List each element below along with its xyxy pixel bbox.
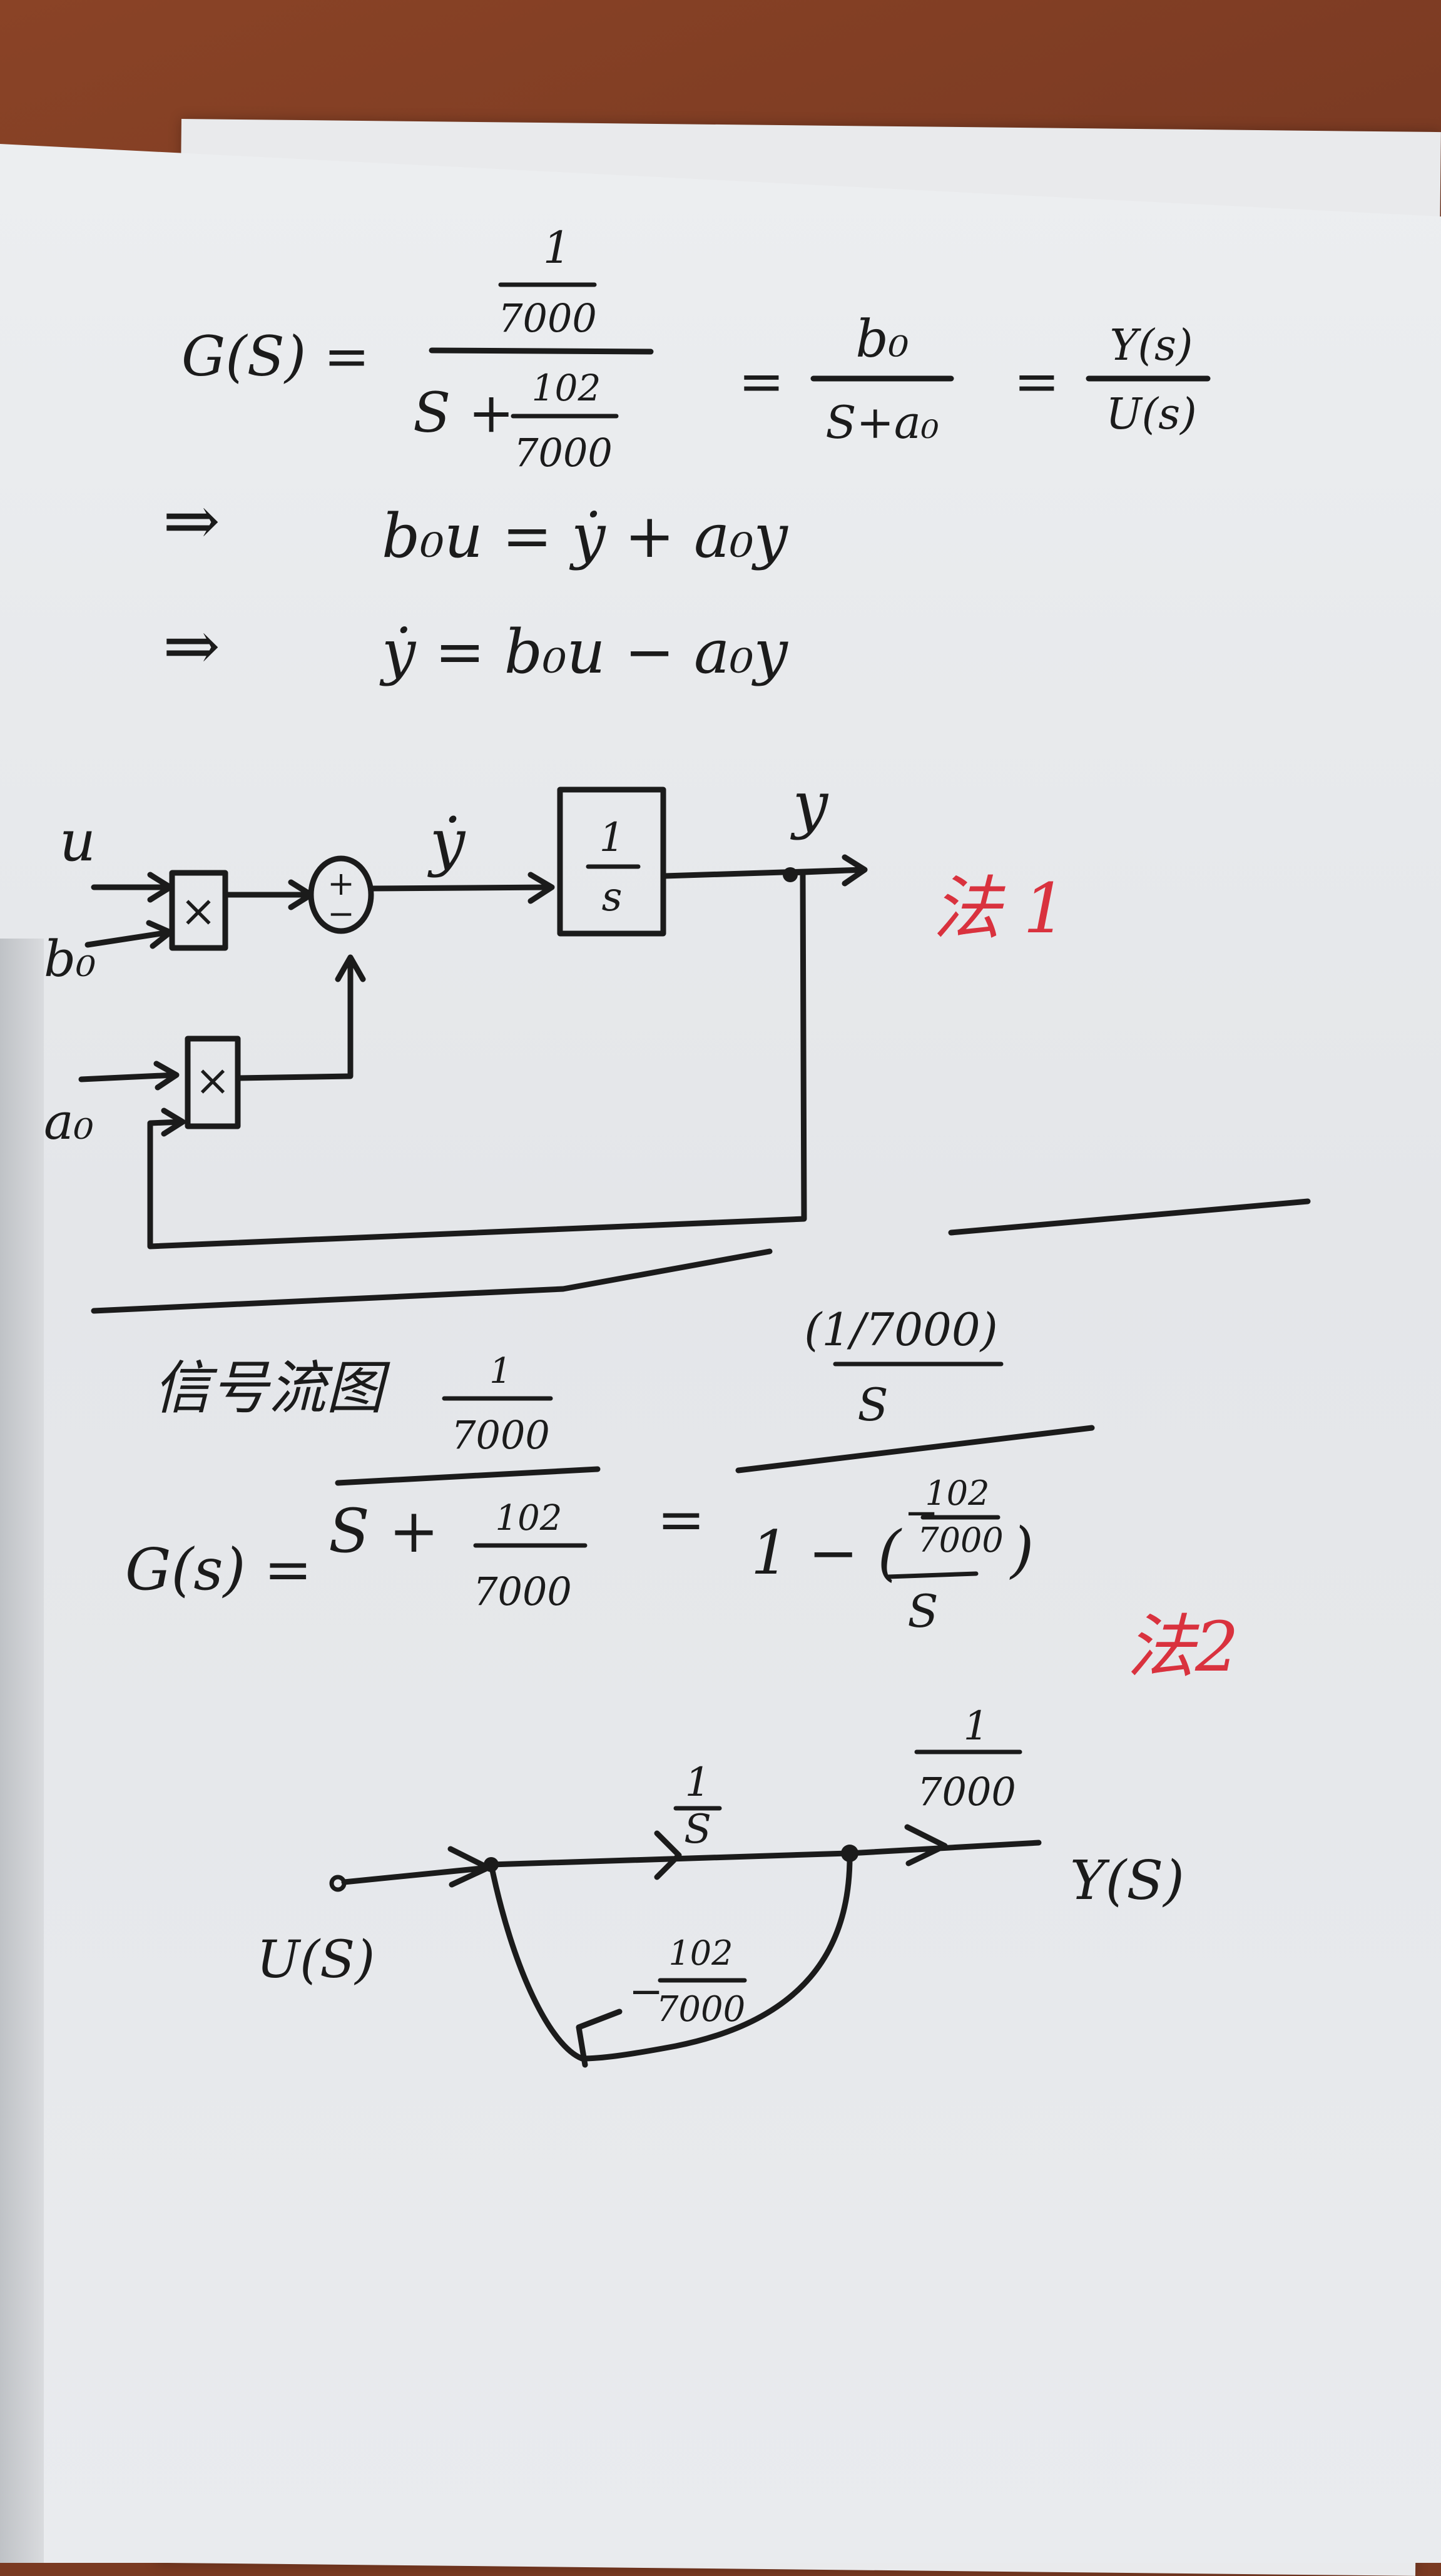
integrator-block: [557, 787, 666, 937]
sf-frac-num: 1: [489, 1351, 512, 1392]
sf-rhs-den-one: 1 − (: [751, 1518, 903, 1588]
integrator-num: 1: [599, 815, 625, 861]
takeoff-point: [783, 867, 798, 882]
eq1: =: [738, 349, 785, 414]
input-u-label: u: [59, 808, 96, 874]
branch-gain-num: 1: [964, 1703, 989, 1749]
signal-flow-title: 信号流图: [153, 1355, 390, 1422]
sf-rhs-close: ): [1009, 1515, 1034, 1585]
input-b0-label: b₀: [44, 930, 96, 988]
sum-minus: −: [327, 895, 355, 933]
sf-frac-den: 7000: [451, 1412, 550, 1458]
b0-num: b₀: [855, 310, 909, 369]
sf-frac2-num: 102: [496, 1498, 563, 1539]
sf-g-lhs: G(s) =: [125, 1536, 312, 1603]
output-y-s-label: Y(S): [1070, 1850, 1184, 1912]
output-line: [785, 867, 867, 876]
paper-sheet: [0, 144, 1441, 2563]
s-plus: S +: [413, 380, 514, 445]
method-1-label: 法 1: [932, 868, 1067, 949]
sf-rhs-num-s: S: [857, 1378, 888, 1431]
g-lhs: G(S) =: [181, 324, 370, 389]
derivation-lines: ⇒ b₀u = ẏ + a₀y ⇒ ẏ = b₀u − a₀y: [163, 481, 789, 687]
feedback-num: 102: [668, 1933, 733, 1973]
sf-rhs-over-s-bar: [886, 1571, 979, 1579]
sf-rhs-main-bar: [735, 1425, 1095, 1474]
feedback-arrow: [576, 2008, 623, 2068]
arrow-u-in: [91, 872, 173, 903]
feedback-sign: −: [629, 1967, 663, 2015]
integrator-den: s: [602, 874, 623, 920]
arrow-sum-to-integrator: [368, 872, 555, 904]
ys-num: Y(s): [1110, 321, 1193, 370]
sf-main-bar: [335, 1466, 601, 1486]
feedback-den: 7000: [656, 1989, 746, 2030]
frac2-den: 7000: [514, 430, 613, 476]
section-divider: [91, 1198, 1311, 1314]
forward-branch-1s: [488, 1830, 851, 1880]
method-2-label: 法2: [1126, 1607, 1239, 1687]
arrow-b0-in: [84, 920, 173, 949]
derivation-line-2: ẏ = b₀u − a₀y: [379, 617, 789, 687]
paper-stack-edge: [0, 939, 44, 2563]
sf-s-plus: S +: [328, 1496, 439, 1566]
frac2-num: 102: [532, 367, 601, 409]
arrow-a0-in: [78, 1061, 180, 1091]
input-a0-label: a₀: [44, 1092, 94, 1151]
branch-1s-num: 1: [685, 1759, 711, 1806]
sf-rhs-102: 102: [925, 1474, 989, 1513]
multiplier-block-1: [169, 870, 228, 951]
mult-symbol-1: ×: [180, 885, 217, 937]
arrow-mult1-to-sum: [222, 879, 314, 910]
feedback-branch: [488, 1850, 853, 2062]
sf-rhs-7000: 7000: [917, 1520, 1003, 1560]
sf-eq: =: [657, 1486, 705, 1553]
summing-junction: [308, 855, 374, 934]
frac1-num: 1: [543, 222, 571, 273]
output-y-label: y: [790, 768, 829, 841]
feedback-to-sum: [235, 954, 366, 1081]
branch-gain-den: 7000: [917, 1769, 1016, 1815]
sf-rhs-num-inner: (1/7000): [804, 1303, 997, 1356]
input-u-s-label: U(S): [257, 1930, 375, 1990]
ydot-label: ẏ: [427, 805, 466, 878]
branch-1s-den: S: [684, 1806, 711, 1853]
sf-rhs-den-s: S: [907, 1585, 938, 1637]
block-diagram: u b₀ a₀ × + − ẏ 1 s y × 法 1: [44, 768, 1067, 1250]
sf-rhs-den-minus: −: [904, 1489, 939, 1537]
sum-plus: +: [327, 865, 355, 903]
multiplier-block-2: [185, 1036, 241, 1129]
main-frac-bar: [429, 347, 654, 355]
implies-arrow-1: ⇒: [163, 481, 220, 561]
sf-frac2-den: 7000: [473, 1569, 572, 1614]
s-plus-a0: S+a₀: [825, 396, 939, 449]
transfer-function-equation: G(S) = 1 7000 S + 102 7000 = b₀ S+a₀ = Y…: [181, 222, 1211, 476]
eq2: =: [1014, 349, 1060, 414]
input-branch-arrow: [341, 1846, 491, 1888]
signal-flow-section: 信号流图 G(s) = 1 7000 S + 102 7000 = (1/700…: [125, 1303, 1239, 2068]
frac1-den: 7000: [498, 295, 597, 341]
mult-symbol-2: ×: [195, 1056, 231, 1106]
us-den: U(s): [1106, 390, 1196, 439]
forward-branch-gain: [847, 1824, 1042, 1866]
derivation-line-1: b₀u = ẏ + a₀y: [382, 501, 789, 571]
implies-arrow-2: ⇒: [163, 606, 220, 686]
feedback-path: [147, 872, 807, 1250]
